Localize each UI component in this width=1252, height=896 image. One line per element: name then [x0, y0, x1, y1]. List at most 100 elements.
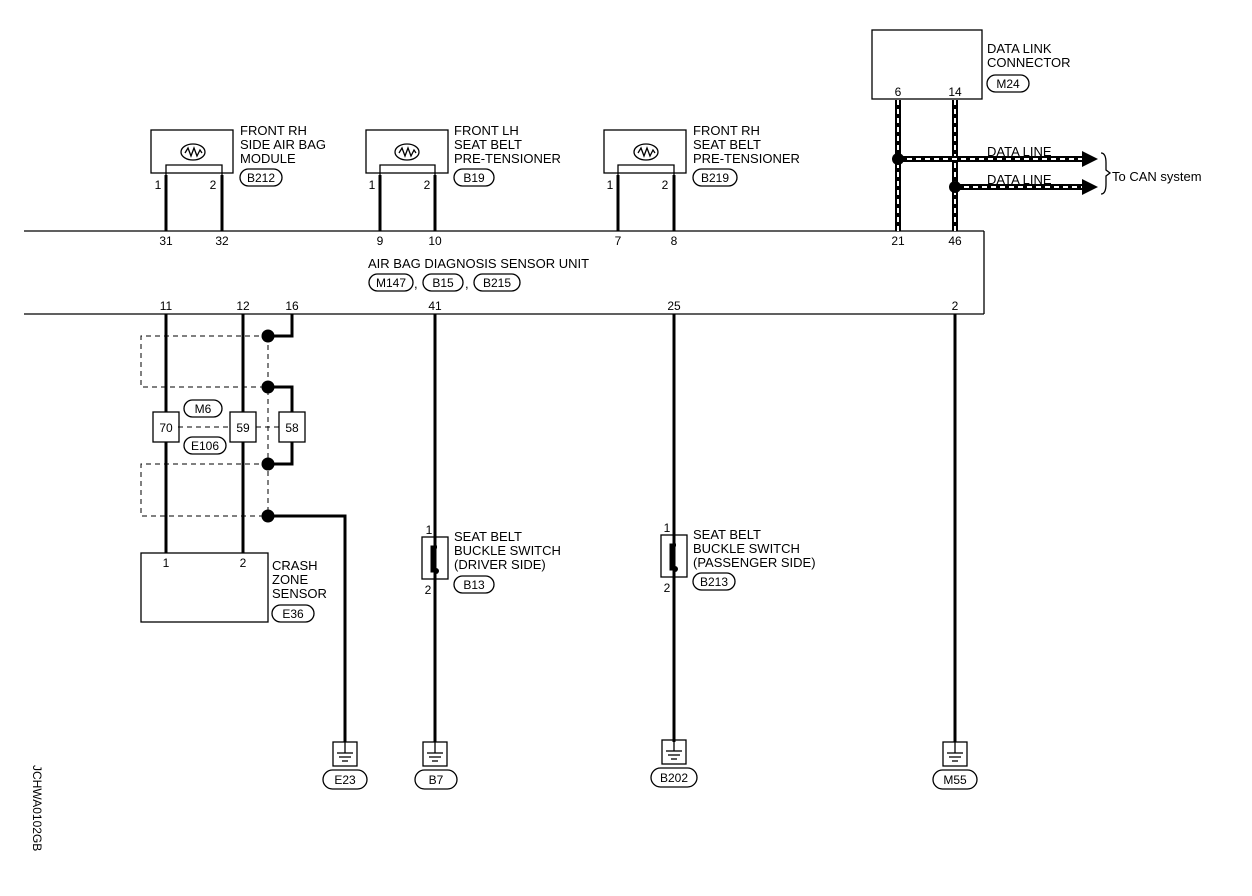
connector-label: B15: [432, 276, 454, 290]
pin-label: 7: [615, 234, 622, 248]
connector-label: B212: [247, 171, 275, 185]
connector-label: E106: [191, 439, 219, 453]
splice-dot: [261, 380, 275, 394]
pin-label: 8: [671, 234, 678, 248]
connector-badge: [932, 769, 978, 790]
pin-label: 21: [891, 234, 905, 248]
separator: ,: [465, 276, 469, 291]
pin-label: 2: [664, 581, 671, 595]
pin-label: 58: [285, 421, 299, 435]
component-name: BUCKLE SWITCH: [454, 543, 561, 558]
connector-badge: [183, 436, 227, 455]
ground-label: B7: [429, 773, 444, 787]
connector-badge: [453, 168, 495, 187]
component-name: CRASH: [272, 558, 318, 573]
pin-label: 2: [662, 178, 669, 192]
pin-label: 11: [160, 299, 173, 313]
splice-dot: [261, 329, 275, 343]
harness-terminal: [229, 411, 257, 443]
component-name: MODULE: [240, 151, 296, 166]
connector-badge: [322, 769, 368, 790]
component-name: FRONT RH: [240, 123, 307, 138]
pin-label: 16: [285, 299, 299, 313]
can-wires: DATA LINE DATA LINE To CAN system: [892, 100, 1202, 231]
connector-label: B215: [483, 276, 511, 290]
connector-label: M24: [996, 77, 1020, 91]
pin-label: 46: [948, 234, 962, 248]
side-airbag-module: 1 2 FRONT RH SIDE AIR BAG MODULE B212: [150, 123, 326, 231]
pin-label: 2: [210, 178, 217, 192]
harness-terminal: [152, 411, 180, 443]
pin-label: 1: [369, 178, 376, 192]
connector-label: B213: [700, 575, 728, 589]
passenger-buckle-switch: 1 2 SEAT BELT BUCKLE SWITCH (PASSENGER S…: [660, 314, 816, 742]
component-name: ZONE: [272, 572, 308, 587]
sensor-unit: AIR BAG DIAGNOSIS SENSOR UNIT M147 , B15…: [24, 230, 985, 315]
component-name: DATA LINK: [987, 41, 1052, 56]
splice-dot: [892, 153, 904, 165]
connector-badge: [650, 767, 698, 788]
data-line-label: DATA LINE: [987, 172, 1052, 187]
data-link-connector: 6 14 DATA LINK CONNECTOR M24: [871, 29, 1071, 100]
component-name: SIDE AIR BAG: [240, 137, 326, 152]
connector-badge: [453, 575, 495, 594]
connector-badge: [692, 168, 738, 187]
crash-zone-sensor: 1 2 CRASH ZONE SENSOR E36: [140, 552, 327, 623]
data-line-label: DATA LINE: [987, 144, 1052, 159]
pin-label: 2: [952, 299, 959, 313]
connector-label: B19: [463, 171, 485, 185]
ground-b202: B202: [650, 739, 698, 788]
ground-e23: E23: [322, 741, 368, 790]
connector-badge: [239, 168, 283, 187]
connector-label: M6: [195, 402, 212, 416]
component-name: FRONT RH: [693, 123, 760, 138]
connector-badge: [986, 74, 1030, 93]
pin-label: 2: [424, 178, 431, 192]
pin-label: 9: [377, 234, 384, 248]
crash-zone-wiring: 70 59 58 M6 E106: [140, 314, 347, 742]
component-name: PRE-TENSIONER: [693, 151, 800, 166]
connector-badge: [692, 572, 736, 591]
splice-dot: [949, 181, 961, 193]
splice-dot: [261, 509, 275, 523]
component-name: PRE-TENSIONER: [454, 151, 561, 166]
separator: ,: [414, 276, 418, 291]
ground-m55: M55: [932, 741, 978, 790]
squib-icon: [394, 143, 420, 161]
pin-label: 1: [607, 178, 614, 192]
component-name: SEAT BELT: [454, 137, 522, 152]
pin-label: 1: [163, 556, 170, 570]
pin-label: 41: [428, 299, 442, 313]
arrow-right-icon: [1082, 151, 1098, 167]
sensor-unit-name: AIR BAG DIAGNOSIS SENSOR UNIT: [368, 256, 589, 271]
pin-label: 70: [159, 421, 173, 435]
component-name: SEAT BELT: [693, 137, 761, 152]
component-name: (PASSENGER SIDE): [693, 555, 816, 570]
ground-label: M55: [943, 773, 967, 787]
connector-label: M147: [376, 276, 406, 290]
connector-badge: [183, 399, 223, 418]
component-name: SENSOR: [272, 586, 327, 601]
connector-badge: [414, 769, 458, 790]
can-destination: To CAN system: [1112, 169, 1202, 184]
lh-pretensioner: 1 2 FRONT LH SEAT BELT PRE-TENSIONER B19: [365, 123, 561, 231]
arrow-right-icon: [1082, 179, 1098, 195]
pin-label: 25: [667, 299, 681, 313]
pin-label: 1: [155, 178, 162, 192]
pin-label: 10: [428, 234, 442, 248]
driver-buckle-switch: 1 2 SEAT BELT BUCKLE SWITCH (DRIVER SIDE…: [421, 314, 561, 742]
connector-label: B13: [463, 578, 485, 592]
pin-label: 14: [948, 85, 962, 99]
pin-label: 59: [236, 421, 250, 435]
harness-terminal: [278, 411, 306, 443]
pin-label: 12: [236, 299, 250, 313]
ground-label: B202: [660, 771, 688, 785]
brace-icon: [1100, 152, 1112, 195]
connector-badge: [422, 273, 464, 292]
pin-label: 31: [159, 234, 173, 248]
pin-label: 1: [426, 523, 433, 537]
component-name: SEAT BELT: [693, 527, 761, 542]
connector-badge: [473, 273, 521, 292]
component-name: CONNECTOR: [987, 55, 1071, 70]
